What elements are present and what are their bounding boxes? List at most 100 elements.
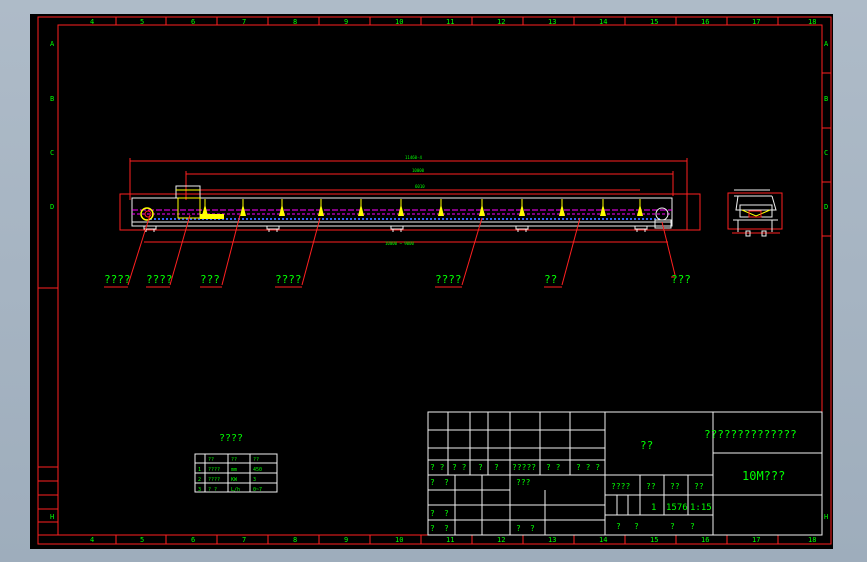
title-cell: ? <box>494 463 499 472</box>
outer-frame <box>37 16 832 545</box>
right-zone-letter: H <box>824 513 828 521</box>
top-zone-number: 12 <box>497 18 505 26</box>
param-cell: L/h <box>231 487 240 493</box>
dim-overall-length: 11460-4 <box>405 155 422 160</box>
bottom-zone-number: 4 <box>90 536 94 544</box>
top-zone-number: 17 <box>752 18 760 26</box>
title-bottom-label: ? <box>670 522 675 531</box>
bottom-zone-number: 18 <box>808 536 816 544</box>
title-cell: ? <box>430 478 435 487</box>
right-zone-letter: C <box>824 149 828 157</box>
callout-labels: ???????????????????????? <box>104 214 691 288</box>
top-zone-number: 13 <box>548 18 556 26</box>
param-cell: ???? <box>208 477 220 483</box>
title-cell: ? <box>444 509 449 518</box>
side-zone-letters: A A B B C C D D H H <box>50 40 831 521</box>
bottom-zone-number: 10 <box>395 536 403 544</box>
title-cell: ? <box>444 524 449 533</box>
support-foot <box>634 225 648 230</box>
title-value: 1576 <box>666 503 688 513</box>
title-cell: ? <box>444 478 449 487</box>
title-cell: ????? <box>512 463 536 472</box>
left-zone-letter: B <box>50 95 54 103</box>
top-zone-number: 6 <box>191 18 195 26</box>
title-head-label: ???? <box>611 482 630 491</box>
left-zone-letter: C <box>50 149 54 157</box>
top-zone-number: 18 <box>808 18 816 26</box>
top-zone-number: 10 <box>395 18 403 26</box>
bottom-zone-number: 14 <box>599 536 607 544</box>
support-foot <box>266 225 280 230</box>
bottom-zone-number: 16 <box>701 536 709 544</box>
bottom-zone-number: 7 <box>242 536 246 544</box>
title-head-label: ?? <box>646 482 656 491</box>
top-zone-number: 14 <box>599 18 607 26</box>
callout-label: ???? <box>104 273 131 286</box>
title-cell: ? ? ? <box>576 463 600 472</box>
param-header: ?? <box>231 457 237 463</box>
title-cell: ? <box>430 524 435 533</box>
bottom-zone-number: 5 <box>140 536 144 544</box>
title-value: 1 <box>651 503 656 513</box>
title-bottom-label: ? <box>616 522 621 531</box>
dim-length-3: 6010 <box>415 184 425 189</box>
title-value: 1:15 <box>690 503 712 513</box>
bottom-zone-number: 17 <box>752 536 760 544</box>
callout-label: ???? <box>146 273 173 286</box>
bottom-zone-number: 12 <box>497 536 505 544</box>
top-zone-number: 16 <box>701 18 709 26</box>
title-cell: ? ? <box>452 463 467 472</box>
top-zone-numbers: 4 5 6 7 8 9 10 11 12 13 14 15 16 17 18 <box>90 17 816 26</box>
right-zone-letter: D <box>824 203 828 211</box>
top-zone-number: 4 <box>90 18 94 26</box>
left-zone-letter: H <box>50 513 54 521</box>
top-zone-number: 11 <box>446 18 454 26</box>
top-zone-number: 7 <box>242 18 246 26</box>
support-foot <box>515 225 529 230</box>
bottom-zone-number: 9 <box>344 536 348 544</box>
title-bottom-label: ? <box>690 522 695 531</box>
right-zone-letter: A <box>824 40 829 48</box>
bottom-zone-number: 6 <box>191 536 195 544</box>
param-cell: 450 <box>253 467 262 473</box>
conveyor-main-view: 11460-4 10000 6010 10000 ~ 9000 <box>119 155 701 246</box>
support-foot <box>390 225 404 230</box>
param-cell: ???? <box>208 467 220 473</box>
top-zone-number: 5 <box>140 18 144 26</box>
param-cell: 1 <box>198 467 201 473</box>
param-cell: 2 <box>198 477 201 483</box>
conveyor-side-view <box>727 189 783 237</box>
param-cell: 3 <box>253 477 256 483</box>
param-header: ?? <box>253 457 259 463</box>
title-center-label: ?? <box>640 439 653 452</box>
dim-length-2: 10000 <box>412 168 425 173</box>
top-zone-number: 8 <box>293 18 297 26</box>
dim-bottom: 10000 ~ 9000 <box>385 241 414 246</box>
param-cell: 3 <box>198 487 201 493</box>
bottom-zone-number: 11 <box>446 536 454 544</box>
part-name: 10M??? <box>742 469 785 483</box>
left-zone-letter: D <box>50 203 54 211</box>
title-cell: ? ? <box>430 463 445 472</box>
right-zone-letter: B <box>824 95 828 103</box>
title-cell: ? <box>430 509 435 518</box>
callout-label: ??? <box>671 273 691 286</box>
revision-table <box>37 466 59 536</box>
title-cell: ? <box>516 524 521 533</box>
left-zone-letter: A <box>50 40 55 48</box>
title-cell: ? <box>478 463 483 472</box>
title-cell: ??? <box>516 478 531 487</box>
bottom-zone-number: 15 <box>650 536 658 544</box>
title-cell: ? <box>530 524 535 533</box>
bottom-zone-number: 8 <box>293 536 297 544</box>
top-zone-number: 15 <box>650 18 658 26</box>
title-cell: ? ? <box>546 463 561 472</box>
top-zone-number: 9 <box>344 18 348 26</box>
param-table-title: ???? <box>219 433 243 444</box>
callout-label: ???? <box>275 273 302 286</box>
param-cell: 0~7 <box>253 487 262 493</box>
title-block: ?? ?????????????? 10M??? ? ?? ????????? … <box>427 411 823 536</box>
